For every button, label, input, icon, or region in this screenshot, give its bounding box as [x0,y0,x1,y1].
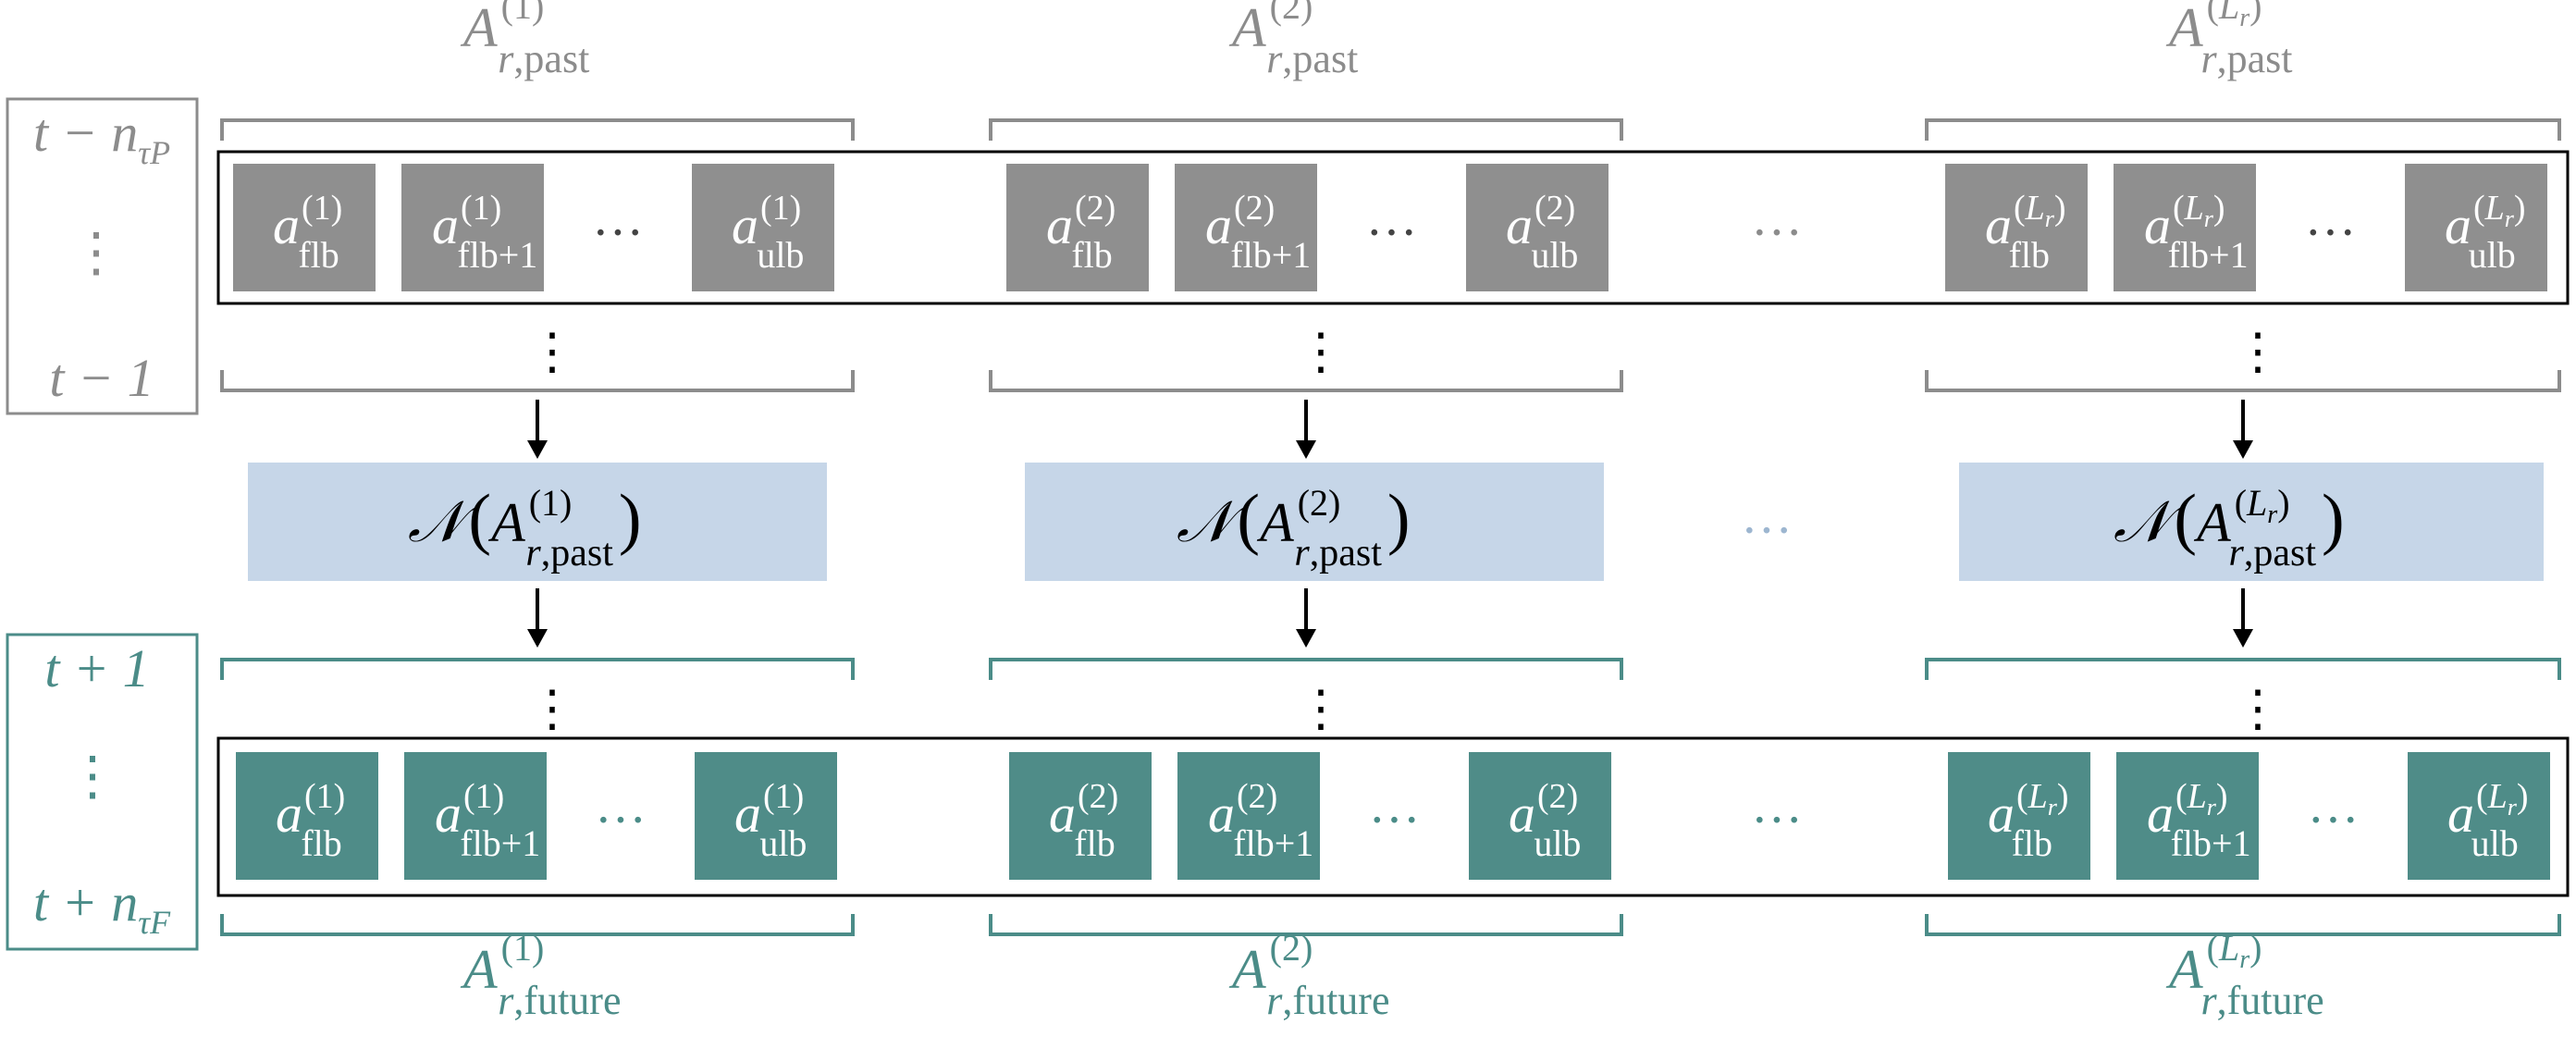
group-3-past-vdots: ⋮ [2233,324,2283,379]
group-1-past-bottom-bracket [220,370,855,392]
group-1-future-box-ulb-label: a(1)ulb [734,777,807,864]
future-time-vdots: ⋮ [66,746,119,806]
group-2-past-bottom-bracket [989,370,1623,392]
group-2-future-box-flb1-label: a(2)flb+1 [1208,777,1313,864]
group-1-network-box-label: 𝒩(A(1)r,past) [408,481,642,574]
group-2-future-top-bracket [989,658,1623,680]
future-time-end: t + nτF [33,872,171,941]
future-between-groups-ellipsis: ··· [1751,792,1803,849]
group-2-future-vdots: ⋮ [1296,681,1346,736]
group-1-past-box-flb-label: a(1)flb [273,189,342,276]
group-1-future-box-flb-label: a(1)flb [276,777,345,864]
group-3-past-box-flb1 [2114,164,2256,291]
future-time-axis-box [6,633,199,951]
group-1-future-box-flb1 [404,752,547,880]
group-3-arrow-out-head [2233,629,2253,648]
group-3-future-top-bracket [1925,658,2561,680]
group-2-past-box-flb1 [1175,164,1317,291]
group-2-network-box [1025,463,1604,581]
past-between-groups-ellipsis: ··· [1751,204,1803,262]
group-1-past-box-flb [233,164,376,291]
group-2-future-box-ulb [1469,752,1611,880]
group-2-future-ellipsis: ··· [1369,792,1421,849]
group-2-past-vdots: ⋮ [1296,324,1346,379]
group-1-past-box-ulb-label: a(1)ulb [732,189,804,276]
group-3-future-box-ulb-label: a(Lr)ulb [2447,777,2529,864]
group-2-future-box-flb [1009,752,1152,880]
group-3-future-box-flb1 [2116,752,2259,880]
group-3-arrow-in-head [2233,440,2253,459]
group-1-arrow-in-head [527,440,548,459]
group-3-future-ellipsis: ··· [2308,792,2360,849]
group-1-past-box-ulb [692,164,834,291]
group-1-past-box-flb1-label: a(1)flb+1 [432,189,537,276]
group-3-past-ellipsis: ··· [2305,204,2357,262]
group-2-future-box-flb1 [1177,752,1320,880]
future-time-start: t + 1 [44,638,149,698]
group-3-past-top-bracket [1925,118,2561,141]
group-2-arrow-out-head [1296,629,1316,648]
group-2-future-label: A(2)r,future [1228,927,1389,1023]
group-3-future-box-flb-label: a(Lr)flb [1988,777,2069,864]
group-1-future-box-ulb [695,752,837,880]
group-3-past-box-ulb-label: a(Lr)ulb [2445,189,2526,276]
group-1-future-box-flb1-label: a(1)flb+1 [435,777,540,864]
group-2-past-box-flb1-label: a(2)flb+1 [1205,189,1311,276]
group-2-past-ellipsis: ··· [1366,204,1418,262]
group-3-past-box-flb [1945,164,2088,291]
group-3-network-box [1959,463,2544,581]
group-1-past-label: A(1)r,past [460,0,589,81]
group-3-future-label: A(Lr)r,future [2165,927,2324,1023]
group-1-future-box-flb [236,752,378,880]
past-time-start: t − nτP [33,103,170,171]
group-1-network-box [248,463,827,581]
group-1-future-label: A(1)r,future [460,927,621,1023]
future-row-frame [216,736,2570,897]
group-1-past-ellipsis: ··· [592,204,644,262]
group-3-past-label: A(Lr)r,past [2165,0,2292,81]
group-3-past-box-flb-label: a(Lr)flb [1985,189,2066,276]
group-1-past-vdots: ⋮ [527,324,577,379]
group-2-past-box-ulb-label: a(2)ulb [1506,189,1578,276]
group-2-past-label: A(2)r,past [1228,0,1358,81]
group-2-arrow-in-head [1296,440,1316,459]
group-3-future-bottom-bracket [1925,914,2561,936]
group-2-future-box-ulb-label: a(2)ulb [1509,777,1581,864]
group-1-arrow-out-head [527,629,548,648]
group-3-future-box-flb1-label: a(Lr)flb+1 [2147,777,2251,864]
group-2-past-box-ulb [1466,164,1608,291]
past-time-end: t − 1 [49,348,154,408]
group-1-future-top-bracket [220,658,855,680]
group-3-future-box-ulb [2408,752,2550,880]
group-2-past-box-flb [1006,164,1149,291]
network-between-groups-ellipsis: ··· [1741,502,1793,560]
group-2-past-box-flb-label: a(2)flb [1046,189,1115,276]
group-3-future-vdots: ⋮ [2233,681,2283,736]
group-1-future-bottom-bracket [220,914,855,936]
group-1-future-vdots: ⋮ [527,681,577,736]
group-2-past-top-bracket [989,118,1623,141]
group-2-future-box-flb-label: a(2)flb [1049,777,1118,864]
group-3-future-box-flb [1948,752,2090,880]
group-2-future-bottom-bracket [989,914,1623,936]
group-3-past-bottom-bracket [1925,370,2561,392]
group-3-past-box-flb1-label: a(Lr)flb+1 [2144,189,2249,276]
past-time-vdots: ⋮ [69,222,123,282]
group-1-past-top-bracket [220,118,855,141]
group-1-past-box-flb1 [401,164,544,291]
past-time-axis-box [6,97,199,415]
past-row-frame [216,150,2570,305]
group-3-past-box-ulb [2405,164,2547,291]
group-1-future-ellipsis: ··· [595,792,647,849]
